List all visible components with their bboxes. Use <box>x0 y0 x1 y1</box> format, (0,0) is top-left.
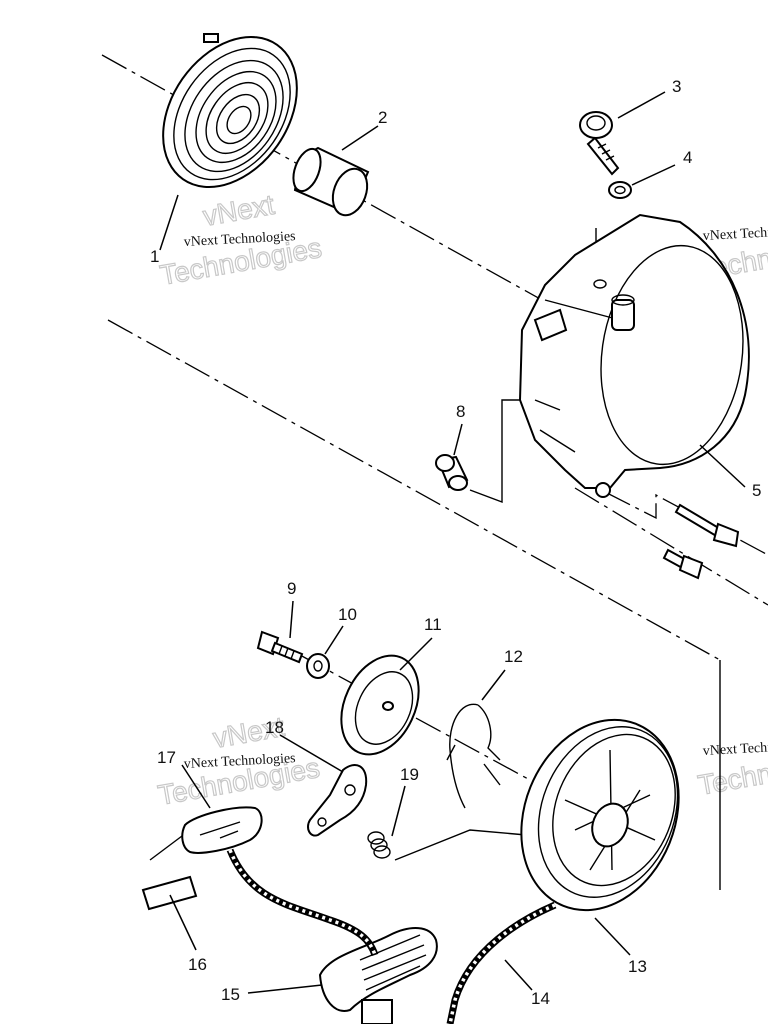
leader-11 <box>399 637 433 671</box>
mid-axis-line <box>107 319 721 661</box>
callout-12: 12 <box>504 647 523 666</box>
callout-1: 1 <box>150 247 159 266</box>
leader-16 <box>169 894 197 951</box>
handle-icon <box>226 848 438 1024</box>
pawl-icon <box>307 764 368 837</box>
hub-screw-icon <box>256 630 304 664</box>
callout-2: 2 <box>378 108 387 127</box>
watermark-text-3: vNext Technologies <box>702 223 768 244</box>
leader-10 <box>324 625 344 655</box>
callout-8: 8 <box>456 402 465 421</box>
leader-3 <box>617 91 666 119</box>
leader-19 <box>391 785 406 837</box>
leader-4 <box>631 164 676 186</box>
leader-12 <box>481 669 506 701</box>
rope-icon <box>446 901 557 1024</box>
leader-14 <box>504 959 533 991</box>
starter-housing-icon <box>518 213 750 498</box>
leader-1 <box>159 194 179 251</box>
callout-4: 4 <box>683 148 692 167</box>
leader-lines <box>159 91 746 994</box>
watermark-text-2: vNext Technologies <box>183 751 296 772</box>
recoil-spring-icon <box>162 33 298 188</box>
washer-icon <box>608 181 632 199</box>
leader-13 <box>594 917 631 956</box>
callout-9: 9 <box>287 579 296 598</box>
callout-19: 19 <box>400 765 419 784</box>
callout-10: 10 <box>338 605 357 624</box>
leader-8 <box>453 423 463 456</box>
handle-cap-icon <box>181 806 263 854</box>
screw-axis-line-2 <box>574 487 768 606</box>
watermark-text-4: vNext Technologies <box>702 738 768 759</box>
retainer-spring-icon <box>446 703 501 809</box>
callout-14: 14 <box>531 989 550 1008</box>
pawl-spring-icon <box>367 831 391 859</box>
callout-labels: 1 2 3 4 5 8 9 10 11 12 13 14 15 16 17 18… <box>150 77 761 1008</box>
callout-18: 18 <box>265 718 284 737</box>
callout-16: 16 <box>188 955 207 974</box>
pulley-icon <box>520 718 680 912</box>
callout-11: 11 <box>424 615 442 634</box>
leader-18 <box>279 734 344 773</box>
watermark-text-1: vNext Technologies <box>183 229 296 250</box>
handle-insert-icon <box>141 875 198 911</box>
callout-17: 17 <box>157 748 176 767</box>
watermark-ghost-word-1: vNext <box>201 189 277 232</box>
sleeve-axis-line <box>469 399 522 504</box>
callout-13: 13 <box>628 957 647 976</box>
friction-plate-icon <box>340 654 420 756</box>
leader-17 <box>181 764 211 809</box>
leader-15 <box>247 984 323 994</box>
leader-9 <box>289 600 294 639</box>
sleeve-icon <box>435 454 469 491</box>
leader-5 <box>699 444 746 488</box>
leader-2 <box>341 125 379 151</box>
callout-5: 5 <box>752 481 761 500</box>
screw-icon <box>662 503 740 580</box>
small-washer-icon <box>306 653 330 679</box>
bushing-icon <box>292 146 370 217</box>
screw-axis-line-1 <box>604 491 768 556</box>
bolt-icon <box>579 111 620 176</box>
callout-3: 3 <box>672 77 681 96</box>
callout-15: 15 <box>221 985 240 1004</box>
